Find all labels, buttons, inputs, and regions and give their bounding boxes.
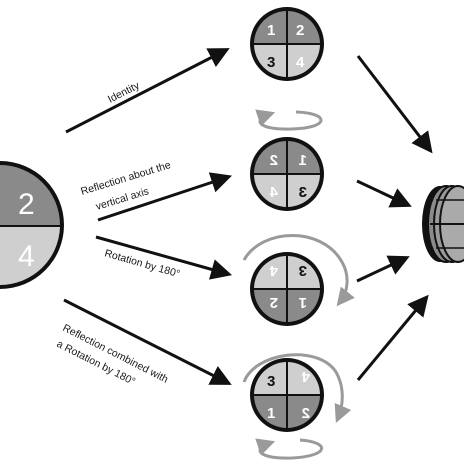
combined-rotate-arrow-icon: [242, 353, 352, 423]
disc-rotation-bl: 2: [270, 294, 278, 311]
arrow-rotation: [95, 235, 233, 280]
arrow-combined-to-stack: [356, 294, 429, 381]
stacked-discs: [422, 185, 464, 263]
arrow-identity: [65, 48, 230, 134]
disc-rotation-tl: 4: [269, 262, 278, 279]
arrow-rotation-to-stack: [356, 255, 410, 283]
disc-combined-tr: 4: [301, 368, 310, 385]
vertical-flip-arrow-icon: [255, 109, 323, 131]
disc-combined-bl: 1: [267, 405, 275, 422]
rotate-arrow-icon: [242, 234, 355, 307]
disc-identity-tr: 2: [296, 22, 304, 39]
arrow-combined: [63, 298, 232, 385]
disc-combined: 3 4 1 2: [250, 358, 324, 432]
source-disc-top: [0, 165, 60, 225]
label-rotation: Rotation by 180°: [103, 247, 181, 280]
source-disc-top-number: 2: [18, 188, 35, 221]
arrow-reflection: [97, 172, 232, 222]
disc-reflection-bl: 4: [269, 184, 278, 201]
disc-combined-tl: 3: [267, 373, 275, 390]
source-disc-bottom: [0, 227, 60, 285]
disc-combined-br: 2: [302, 405, 310, 422]
combined-flip-arrow-icon: [255, 438, 323, 460]
disc-reflection-br: 3: [299, 184, 307, 201]
disc-identity-br: 4: [296, 54, 305, 71]
disc-rotation-tr: 3: [299, 262, 307, 279]
disc-identity-tl: 1: [267, 22, 275, 39]
disc-rotation-br: 1: [299, 294, 307, 311]
disc-identity-bl: 3: [267, 54, 275, 71]
disc-reflection-tr: 1: [299, 152, 307, 169]
arrow-reflection-to-stack: [356, 179, 412, 208]
arrow-identity-to-stack: [356, 55, 433, 154]
source-disc: 2 4: [0, 161, 64, 289]
disc-identity: 1 2 3 4: [250, 7, 324, 81]
source-disc-bottom-number: 4: [18, 240, 35, 273]
disc-rotation: 4 3 2 1: [250, 252, 324, 326]
disc-reflection: 2 1 4 3: [250, 137, 324, 211]
disc-reflection-tl: 2: [270, 152, 278, 169]
